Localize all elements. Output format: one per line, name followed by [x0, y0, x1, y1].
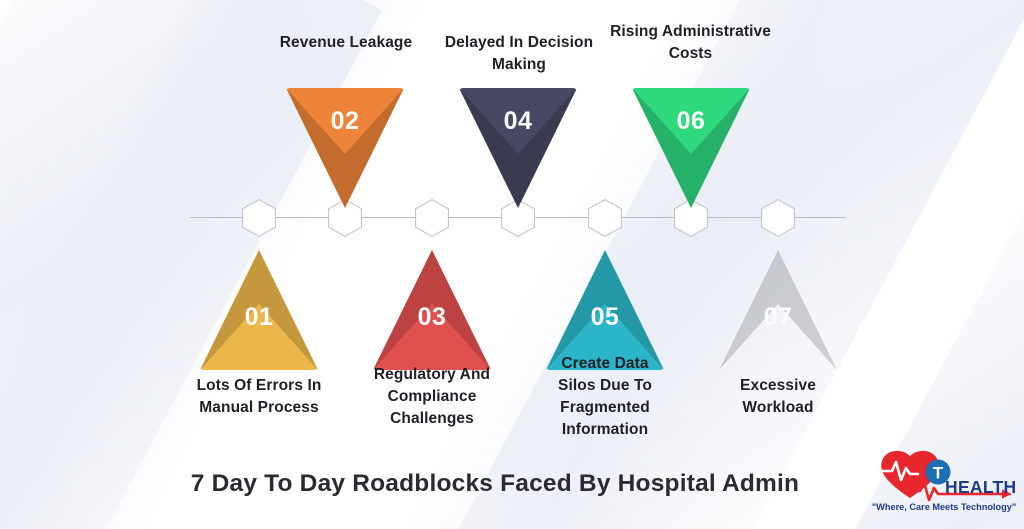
roadblock-label-07: Excessive Workload	[740, 377, 816, 416]
roadblock-number-04: 04	[503, 107, 533, 135]
roadblock-triangle-02: 02	[286, 88, 404, 208]
roadblock-triangle-05: 05	[546, 250, 664, 370]
roadblock-triangle-01: 01	[200, 250, 318, 370]
roadblock-number-06: 06	[676, 107, 706, 135]
hexagon-inner-fill	[762, 200, 794, 236]
timeline-hexagon-node-5	[588, 199, 622, 237]
roadblock-label-01: Lots Of Errors In Manual Process	[196, 377, 322, 416]
roadblock-triangle-07: 07	[719, 250, 837, 370]
roadblock-number-05: 05	[590, 303, 620, 331]
ecg-line-icon	[878, 460, 920, 482]
roadblock-triangle-03: 03	[373, 250, 491, 370]
hexagon-inner-fill	[243, 200, 275, 236]
ecg-trail-icon	[910, 480, 1006, 502]
page-title: 7 Day To Day Roadblocks Faced By Hospita…	[190, 470, 800, 497]
roadblock-triangle-06: 06	[632, 88, 750, 208]
logo-monogram: T	[933, 464, 944, 483]
hexagon-inner-fill	[416, 200, 448, 236]
roadblock-triangle-04: 04	[459, 88, 577, 208]
timeline-hexagon-node-1	[242, 199, 276, 237]
logo-brand-text: HEALTHRAY	[945, 477, 1017, 497]
roadblock-number-07: 07	[763, 303, 793, 331]
roadblock-label-02: Revenue Leakage	[279, 34, 413, 51]
healthray-logo: T HEALTHRAY "Where, Care Meets Technolog…	[872, 448, 1017, 520]
roadblock-number-03: 03	[417, 303, 447, 331]
badge-circle-icon	[925, 459, 951, 485]
background-sheen-band	[0, 0, 382, 529]
roadblock-number-02: 02	[330, 107, 360, 135]
roadblock-label-06: Rising Administrative Costs	[610, 23, 771, 62]
timeline-hexagon-node-7	[761, 199, 795, 237]
roadblock-label-04: Delayed In Decision Making	[444, 34, 594, 73]
timeline-hexagon-node-3	[415, 199, 449, 237]
logo-tagline-text: "Where, Care Meets Technology"	[872, 502, 1016, 512]
roadblock-number-01: 01	[244, 303, 274, 331]
roadblock-label-05: Create Data Silos Due To Fragmented Info…	[558, 355, 652, 438]
roadblock-label-03: Regulatory And Compliance Challenges	[373, 366, 491, 427]
healthray-logo-mark: T HEALTHRAY "Where, Care Meets Technolog…	[872, 450, 1017, 512]
hexagon-inner-fill	[589, 200, 621, 236]
arrow-head-icon	[1002, 489, 1012, 499]
